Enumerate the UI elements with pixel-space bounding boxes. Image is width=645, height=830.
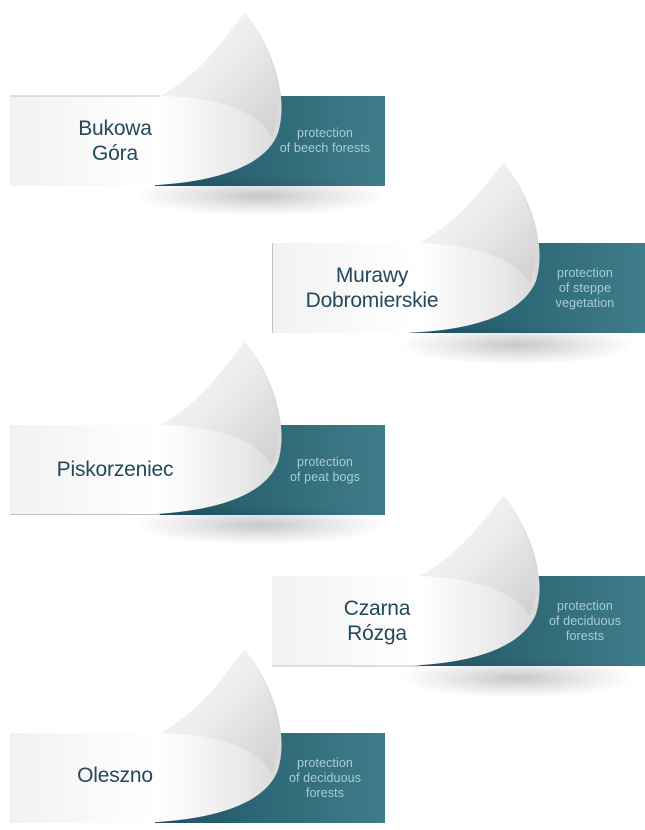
reserve-description: protection of deciduous forests — [548, 598, 622, 643]
reserve-description: protection of steppe vegetation — [555, 265, 615, 310]
reserve-card-czarna-rozga: protection of deciduous forests Czarna R… — [272, 496, 645, 698]
reserve-name: Czarna Rózga — [343, 597, 411, 645]
page-curl — [272, 496, 540, 667]
reserve-name: Bukowa Góra — [78, 117, 152, 165]
reserve-card-bukowa-gora: protection of beech forests Bukowa Góra — [10, 13, 388, 216]
reserve-name: Piskorzeniec — [56, 458, 174, 481]
reserve-description: protection of deciduous forests — [288, 755, 362, 800]
reserve-card-murawy-dobromierskie: protection of steppe vegetation Murawy D… — [272, 163, 645, 365]
page-curl — [10, 13, 282, 186]
reserve-name: Oleszno — [77, 764, 153, 787]
page-curl — [10, 342, 282, 515]
reserve-description: protection of peat bogs — [289, 455, 360, 484]
reserve-name: Murawy Dobromierskie — [305, 264, 439, 312]
page-curl — [10, 650, 282, 823]
page-curl — [272, 163, 540, 333]
reserve-card-oleszno: protection of deciduous forests Oleszno — [10, 650, 385, 823]
reserve-description: protection of beech forests — [279, 126, 371, 155]
